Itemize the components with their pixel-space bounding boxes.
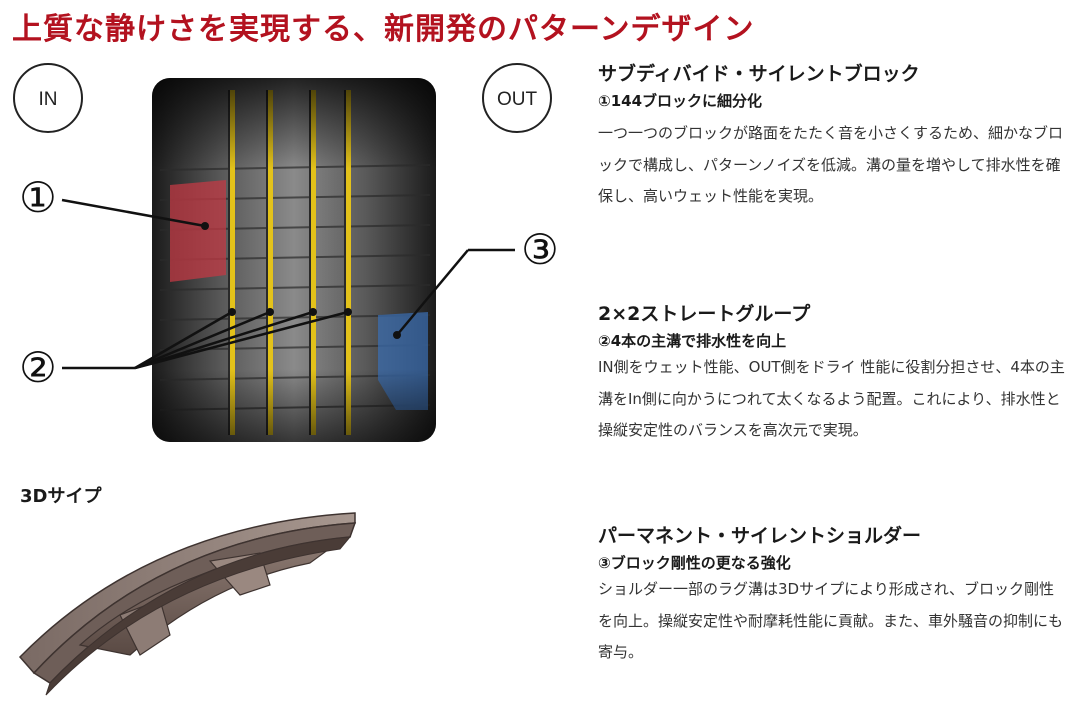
feature-3-heading: パーマネント・サイレントショルダー — [598, 525, 922, 547]
out-side-indicator: OUT — [482, 63, 552, 133]
feature-2-body: IN側をウェット性能、OUT側をドライ 性能に役割分担させ、4本の主溝をIn側に… — [598, 358, 1065, 439]
feature-section-2: 2×2ストレートグループ ②4本の主溝で排水性を向上 IN側をウェット性能、OU… — [598, 300, 1068, 447]
feature-section-1: サブディバイド・サイレントブロック ①144ブロックに細分化 一つ一つのブロック… — [598, 60, 1068, 213]
marker-3-callout: ③ — [393, 225, 559, 339]
marker-2-callout: ② — [19, 308, 352, 392]
feature-section-3: パーマネント・サイレントショルダー ③ブロック剛性の更なる強化 ショルダー一部の… — [598, 522, 1068, 669]
svg-text:①: ① — [19, 173, 57, 222]
tire-body — [152, 78, 436, 442]
svg-text:IN: IN — [39, 89, 58, 110]
svg-text:OUT: OUT — [497, 89, 538, 110]
sipe-label: 3Dサイプ — [20, 486, 102, 507]
feature-3-body: ショルダー一部のラグ溝は3Dサイプにより形成され、ブロック剛性を向上。操縦安定性… — [598, 580, 1064, 661]
feature-3-subheading: ③ブロック剛性の更なる強化 — [598, 554, 791, 572]
feature-2-subheading: ②4本の主溝で排水性を向上 — [598, 332, 787, 350]
in-side-indicator: IN — [13, 63, 83, 133]
marker-1-callout: ① — [19, 173, 209, 230]
feature-1-body: 一つ一つのブロックが路面をたたく音を小さくするため、細かなブロックで構成し、パタ… — [598, 124, 1064, 205]
feature-1-subheading: ①144ブロックに細分化 — [598, 92, 763, 110]
feature-1-heading: サブディバイド・サイレントブロック — [598, 63, 920, 85]
page-title: 上質な静けさを実現する、新開発のパターンデザイン — [12, 12, 755, 47]
sipe-illustration — [18, 512, 357, 696]
svg-text:③: ③ — [521, 225, 559, 274]
feature-2-heading: 2×2ストレートグループ — [598, 303, 811, 325]
tread-pattern-diagram: IN OUT ① ② ③ — [13, 63, 559, 442]
svg-text:②: ② — [19, 343, 57, 392]
